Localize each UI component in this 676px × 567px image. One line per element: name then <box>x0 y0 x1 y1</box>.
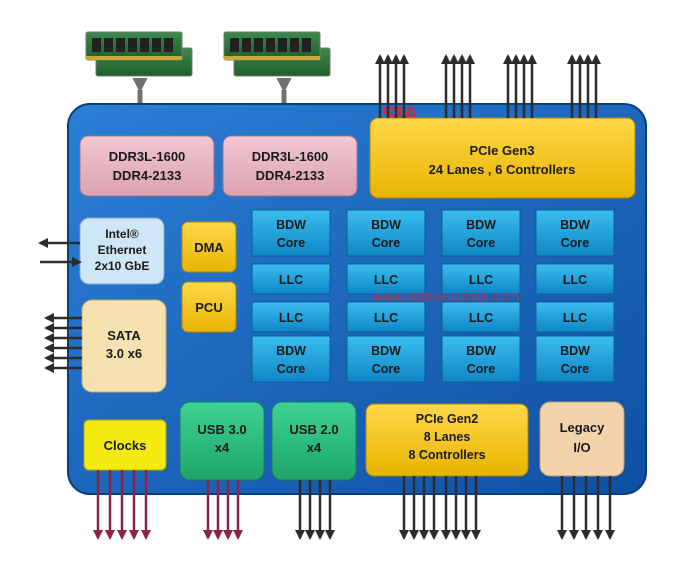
memory-module-icon <box>85 31 193 77</box>
core-label-line1: BDW <box>371 344 401 358</box>
svg-text:Legacy: Legacy <box>560 420 606 435</box>
llc-block: LLC <box>535 263 615 295</box>
svg-text:8 Lanes: 8 Lanes <box>424 430 471 444</box>
llc-block: LLC <box>535 301 615 333</box>
llc-block: LLC <box>441 263 521 295</box>
cpu-core-block: BDW Core <box>441 335 521 383</box>
llc-block: LLC <box>346 263 426 295</box>
svg-text:Intel®: Intel® <box>105 227 139 241</box>
llc-label: LLC <box>279 273 303 287</box>
svg-text:DDR4-2133: DDR4-2133 <box>256 168 325 183</box>
svg-text:DMA: DMA <box>194 240 224 255</box>
llc-block: LLC <box>251 263 331 295</box>
core-grid: BDWCoreLLCLLCBDWCoreBDWCoreLLCLLCBDWCore… <box>251 209 615 383</box>
svg-text:24 Lanes , 6 Controllers: 24 Lanes , 6 Controllers <box>429 162 576 177</box>
svg-text:USB 3.0: USB 3.0 <box>197 422 246 437</box>
legacy-io-block: Legacy I/O <box>539 401 625 477</box>
core-label-line2: Core <box>561 236 590 250</box>
core-label-line2: Core <box>467 236 496 250</box>
ethernet-block: Intel® Ethernet 2x10 GbE <box>79 217 165 285</box>
usb2-block: USB 2.0 x4 <box>271 401 357 481</box>
memory-module-icon <box>223 31 331 77</box>
core-label-line1: BDW <box>466 218 496 232</box>
core-label-line1: BDW <box>371 218 401 232</box>
memory-controller-2: DDR3L-1600 DDR4-2133 <box>222 135 358 197</box>
usb3-block: USB 3.0 x4 <box>179 401 265 481</box>
llc-label: LLC <box>469 273 493 287</box>
sata-block: SATA 3.0 x6 <box>81 299 167 393</box>
svg-text:SATA: SATA <box>107 328 141 343</box>
llc-label: LLC <box>563 311 587 325</box>
svg-text:x4: x4 <box>307 440 322 455</box>
llc-block: LLC <box>346 301 426 333</box>
core-label-line1: BDW <box>466 344 496 358</box>
cpu-core-block: BDW Core <box>251 209 331 257</box>
svg-text:I/O: I/O <box>573 440 590 455</box>
svg-text:DDR3L-1600: DDR3L-1600 <box>252 149 329 164</box>
cpu-core-block: BDW Core <box>346 209 426 257</box>
cpu-core-block: BDW Core <box>251 335 331 383</box>
memory-controller-1: DDR3L-1600 DDR4-2133 <box>79 135 215 197</box>
core-label-line1: BDW <box>276 218 306 232</box>
cpu-core-block: BDW Core <box>535 209 615 257</box>
core-label-line1: BDW <box>276 344 306 358</box>
llc-label: LLC <box>279 311 303 325</box>
svg-text:Clocks: Clocks <box>104 438 147 453</box>
svg-text:PCU: PCU <box>195 300 222 315</box>
io-signal-lines <box>38 54 615 540</box>
svg-text:Ethernet: Ethernet <box>98 243 147 257</box>
svg-text:DDR4-2133: DDR4-2133 <box>113 168 182 183</box>
svg-text:3.0 x6: 3.0 x6 <box>106 346 142 361</box>
pcie-gen2-block: PCIe Gen2 8 Lanes 8 Controllers <box>365 403 529 477</box>
svg-text:DDR3L-1600: DDR3L-1600 <box>109 149 186 164</box>
core-label-line2: Core <box>467 362 496 376</box>
svg-text:USB 2.0: USB 2.0 <box>289 422 338 437</box>
dma-block: DMA <box>181 221 237 273</box>
core-label-line2: Core <box>372 362 401 376</box>
watermark-url: www.semiaccurate.com <box>371 288 519 304</box>
svg-text:x4: x4 <box>215 440 230 455</box>
core-label-line2: Core <box>372 236 401 250</box>
llc-block: LLC <box>441 301 521 333</box>
die-outline <box>67 103 647 495</box>
llc-label: LLC <box>374 311 398 325</box>
core-label-line2: Core <box>561 362 590 376</box>
pcie-gen3-block: PCIe Gen3 24 Lanes , 6 Controllers <box>369 117 636 199</box>
cpu-core-block: BDW Core <box>535 335 615 383</box>
core-label-line1: BDW <box>560 218 590 232</box>
svg-text:8 Controllers: 8 Controllers <box>408 448 485 462</box>
core-label-line1: BDW <box>560 344 590 358</box>
llc-block: LLC <box>251 301 331 333</box>
llc-label: LLC <box>469 311 493 325</box>
pcu-block: PCU <box>181 281 237 333</box>
core-label-line2: Core <box>277 236 306 250</box>
cpu-core-block: BDW Core <box>346 335 426 383</box>
cpu-core-block: BDW Core <box>441 209 521 257</box>
llc-label: LLC <box>563 273 587 287</box>
svg-text:PCIe Gen3: PCIe Gen3 <box>469 143 534 158</box>
svg-text:2x10 GbE: 2x10 GbE <box>95 259 150 273</box>
core-label-line2: Core <box>277 362 306 376</box>
llc-label: LLC <box>374 273 398 287</box>
svg-text:PCIe Gen2: PCIe Gen2 <box>416 412 479 426</box>
clocks-block: Clocks <box>83 419 167 471</box>
